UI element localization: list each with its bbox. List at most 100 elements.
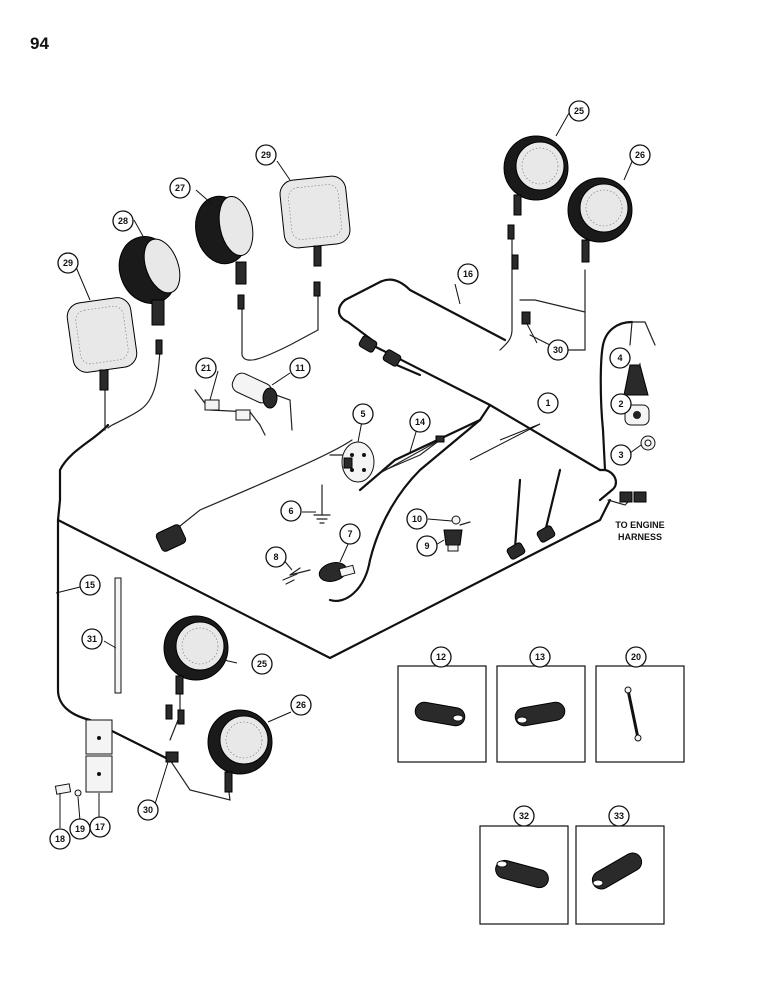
callout-20: 20: [625, 646, 647, 668]
callout-12: 12: [430, 646, 452, 668]
svg-text:20: 20: [631, 652, 641, 662]
svg-text:28: 28: [118, 216, 128, 226]
svg-text:2: 2: [618, 399, 623, 409]
callout-18: 18: [49, 828, 71, 850]
wire-link-14: [381, 435, 445, 473]
callout-30-lower: 30: [137, 799, 159, 821]
callout-9: 9: [416, 535, 438, 557]
callout-10: 10: [406, 508, 428, 530]
svg-text:25: 25: [574, 106, 584, 116]
callout-33: 33: [608, 805, 630, 827]
lamp-28: [118, 236, 181, 355]
svg-text:21: 21: [201, 363, 211, 373]
svg-text:31: 31: [87, 634, 97, 644]
svg-text:9: 9: [424, 541, 429, 551]
svg-text:17: 17: [95, 822, 105, 832]
callout-26-lower: 26: [290, 694, 312, 716]
callout-19: 19: [69, 818, 91, 840]
detail-panel-32: [479, 825, 569, 925]
callout-4: 4: [609, 347, 631, 369]
svg-text:25: 25: [257, 659, 267, 669]
svg-text:13: 13: [535, 652, 545, 662]
callout-2: 2: [610, 393, 632, 415]
lamp-27: [195, 195, 254, 310]
callout-17: 17: [89, 816, 111, 838]
svg-text:8: 8: [273, 552, 278, 562]
harness-connectors: [165, 311, 647, 763]
bracket-17: [85, 719, 113, 793]
svg-text:19: 19: [75, 824, 85, 834]
detail-panel-33: [575, 825, 665, 925]
callout-8: 8: [265, 546, 287, 568]
svg-text:4: 4: [617, 353, 622, 363]
svg-text:29: 29: [63, 258, 73, 268]
callout-25-lower: 25: [251, 653, 273, 675]
svg-text:18: 18: [55, 834, 65, 844]
ground-6: [313, 484, 331, 524]
connector-21: [204, 399, 251, 421]
callout-21: 21: [195, 357, 217, 379]
leader-lines: [55, 112, 642, 828]
svg-text:30: 30: [553, 345, 563, 355]
callout-13: 13: [529, 646, 551, 668]
callout-29-left: 29: [57, 252, 79, 274]
detail-panel-13: [496, 665, 586, 763]
callout-16: 16: [457, 263, 479, 285]
svg-text:29: 29: [261, 150, 271, 160]
engine-harness-label-line2: HARNESS: [618, 532, 662, 542]
svg-text:32: 32: [519, 811, 529, 821]
callout-11: 11: [289, 357, 311, 379]
callout-28: 28: [112, 210, 134, 232]
svg-text:12: 12: [436, 652, 446, 662]
callout-15: 15: [79, 574, 101, 596]
boot-4: [623, 321, 656, 396]
work-lamp-26-lower: [207, 709, 273, 793]
svg-text:5: 5: [360, 409, 365, 419]
svg-text:7: 7: [347, 529, 352, 539]
engine-harness-label-line1: TO ENGINE: [615, 520, 664, 530]
callout-1: 1: [537, 392, 559, 414]
flood-lamp-29-left: [66, 297, 138, 391]
detail-panel-20: [595, 665, 685, 763]
switch-7: [318, 562, 356, 582]
trailer-plug: [155, 524, 187, 552]
svg-text:26: 26: [296, 700, 306, 710]
switch-2: [624, 404, 650, 426]
support-rod-31: [114, 577, 122, 694]
callout-31: 31: [81, 628, 103, 650]
page-number: 94: [30, 34, 49, 53]
callout-5: 5: [352, 403, 374, 425]
callout-7: 7: [339, 523, 361, 545]
nut-3: [640, 435, 656, 451]
callout-3: 3: [610, 444, 632, 466]
svg-text:3: 3: [618, 450, 623, 460]
callout-14: 14: [409, 411, 431, 433]
callout-32: 32: [513, 805, 535, 827]
ground-8: [282, 569, 311, 585]
callout-30-upper: 30: [547, 339, 569, 361]
svg-text:33: 33: [614, 811, 624, 821]
callout-26-upper: 26: [629, 144, 651, 166]
svg-text:10: 10: [412, 514, 422, 524]
callout-25-upper: 25: [568, 100, 590, 122]
work-lamp-25-upper: [503, 135, 569, 270]
sender-10: [451, 515, 461, 525]
detail-panel-12: [397, 665, 487, 763]
work-lamp-25-lower: [163, 615, 229, 725]
svg-text:27: 27: [175, 183, 185, 193]
callout-29-center: 29: [255, 144, 277, 166]
flood-lamp-29-center: [279, 175, 351, 297]
svg-text:26: 26: [635, 150, 645, 160]
circuit-breaker-11: [231, 372, 278, 409]
work-lamp-26-upper: [567, 177, 633, 263]
svg-text:15: 15: [85, 580, 95, 590]
sender-5: [341, 441, 375, 483]
callout-27: 27: [169, 177, 191, 199]
svg-text:14: 14: [415, 417, 425, 427]
svg-text:30: 30: [143, 805, 153, 815]
svg-text:11: 11: [295, 363, 305, 373]
bolt-18: [54, 783, 72, 795]
callout-6: 6: [280, 500, 302, 522]
svg-text:6: 6: [288, 506, 293, 516]
